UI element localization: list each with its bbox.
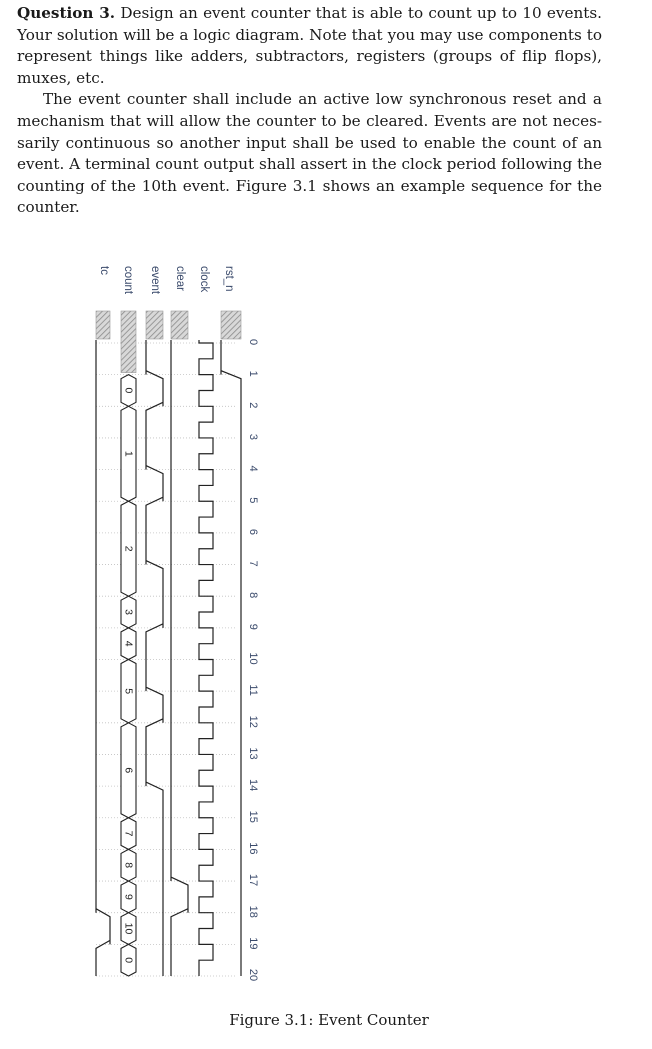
question-paragraph-2: The event counter shall include an activ…: [17, 90, 602, 217]
cycle-number-label: 6: [247, 529, 259, 535]
signal-label-clock: clock: [198, 266, 210, 292]
cycle-number-label: 7: [247, 560, 259, 566]
count-value-label: 6: [123, 767, 135, 773]
tc-unknown-region: [95, 310, 111, 340]
cycle-number-label: 14: [247, 779, 259, 791]
signal-label-event: event: [149, 266, 161, 295]
count-unknown-region: [120, 310, 137, 373]
event-unknown-region: [145, 310, 164, 340]
cycle-number-label: 4: [247, 466, 259, 472]
signal-label-count: count: [122, 266, 134, 295]
cycle-number-label: 20: [247, 969, 259, 981]
signal-label-rst_n: rst_n: [223, 266, 235, 292]
cycle-number-label: 5: [247, 497, 259, 503]
clear-unknown-region: [170, 310, 189, 340]
cycle-number-label: 10: [247, 652, 259, 664]
count-value-label: 8: [123, 862, 135, 868]
question-intro: Design an event counter that is able to …: [17, 4, 602, 87]
cycle-number-label: 15: [247, 811, 259, 823]
count-value-label: 7: [123, 831, 135, 837]
event-waveform: [145, 340, 164, 976]
count-value-label: 4: [123, 641, 135, 647]
cycle-number-label: 13: [247, 747, 259, 759]
question-paragraph-1: Question 3. Design an event counter that…: [17, 3, 602, 89]
signal-label-clear: clear: [174, 266, 186, 291]
cycle-number-label: 9: [247, 624, 259, 630]
rst_n-waveform: [220, 340, 242, 976]
tc-waveform: [95, 340, 111, 976]
cycle-number-label: 8: [247, 592, 259, 598]
count-value-label: 5: [123, 688, 135, 694]
cycle-number-label: 11: [247, 684, 259, 695]
clock-waveform: [198, 340, 214, 976]
figure-caption-text: Figure 3.1: Event Counter: [229, 1011, 429, 1029]
count-value-label: 0: [123, 957, 135, 963]
cycle-number-label: 19: [247, 937, 259, 949]
count-value-label: 10: [123, 923, 135, 935]
count-segment: [120, 943, 137, 977]
count-value-label: 2: [123, 546, 135, 552]
cycle-number-label: 12: [247, 716, 259, 728]
signal-label-tc: tc: [98, 266, 110, 275]
count-value-label: 3: [123, 609, 135, 615]
cycle-number-label: 16: [247, 842, 259, 854]
rst_n-unknown-region: [220, 310, 242, 340]
cycle-number-label: 17: [247, 874, 259, 886]
clear-waveform: [170, 340, 189, 976]
cycle-number-label: 1: [247, 371, 259, 377]
count-value-label: 9: [123, 894, 135, 900]
cycle-number-label: 18: [247, 906, 259, 918]
figure-caption: Figure 3.1: Event Counter: [0, 1011, 652, 1029]
count-value-label: 1: [123, 451, 135, 457]
cycle-number-label: 3: [247, 434, 259, 440]
question-text: Question 3. Design an event counter that…: [17, 3, 602, 219]
count-value-label: 0: [123, 388, 135, 394]
question-label: Question 3.: [17, 4, 116, 22]
cycle-number-label: 0: [247, 339, 259, 345]
cycle-gridlines: [96, 342, 236, 977]
cycle-number-label: 2: [247, 402, 259, 408]
